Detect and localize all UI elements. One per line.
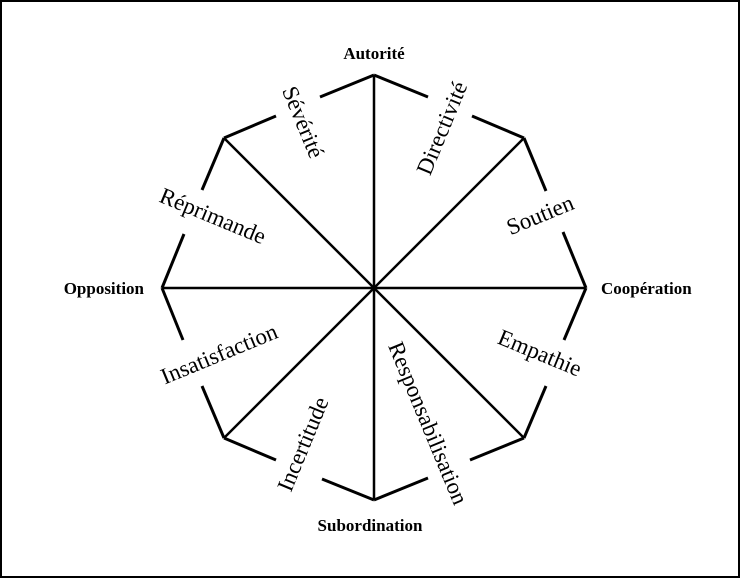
edge-sw-left-a bbox=[200, 385, 226, 439]
sector-label-reprimande: Réprimande bbox=[156, 183, 269, 249]
sector-label-empathie: Empathie bbox=[494, 325, 585, 382]
edge-top-ne-a bbox=[373, 73, 429, 99]
edge-right-se-b bbox=[522, 385, 548, 439]
edge-bottom-sw-a bbox=[321, 477, 375, 502]
axis-label-left: Opposition bbox=[64, 279, 145, 298]
axis-label-top: Autorité bbox=[343, 44, 405, 63]
axis-label-bottom: Subordination bbox=[318, 516, 423, 535]
edge-bottom-sw-b bbox=[223, 436, 277, 462]
edge-nw-top-b bbox=[319, 73, 375, 99]
edge-top-ne-b bbox=[471, 114, 525, 140]
edge-nw-top-a bbox=[223, 114, 277, 140]
axis-label-right: Coopération bbox=[601, 279, 692, 298]
edge-ne-right-b bbox=[561, 231, 588, 289]
sector-label-insatisfaction: Insatisfaction bbox=[157, 319, 282, 390]
sector-label-responsabilisation: Responsabilisation bbox=[383, 338, 473, 509]
sector-label-soutien: Soutien bbox=[503, 190, 578, 240]
spoke-diagonal-ne-sw bbox=[223, 137, 525, 439]
edge-se-bottom-b bbox=[373, 476, 429, 502]
edge-ne-right-a bbox=[522, 137, 548, 192]
edge-sw-left-b bbox=[160, 287, 185, 341]
edge-right-se-a bbox=[562, 287, 588, 341]
edge-left-nw-a bbox=[160, 233, 186, 289]
edge-se-bottom-a bbox=[469, 436, 525, 462]
edge-left-nw-b bbox=[200, 137, 226, 191]
sector-label-severite: Sévérité bbox=[277, 83, 329, 162]
